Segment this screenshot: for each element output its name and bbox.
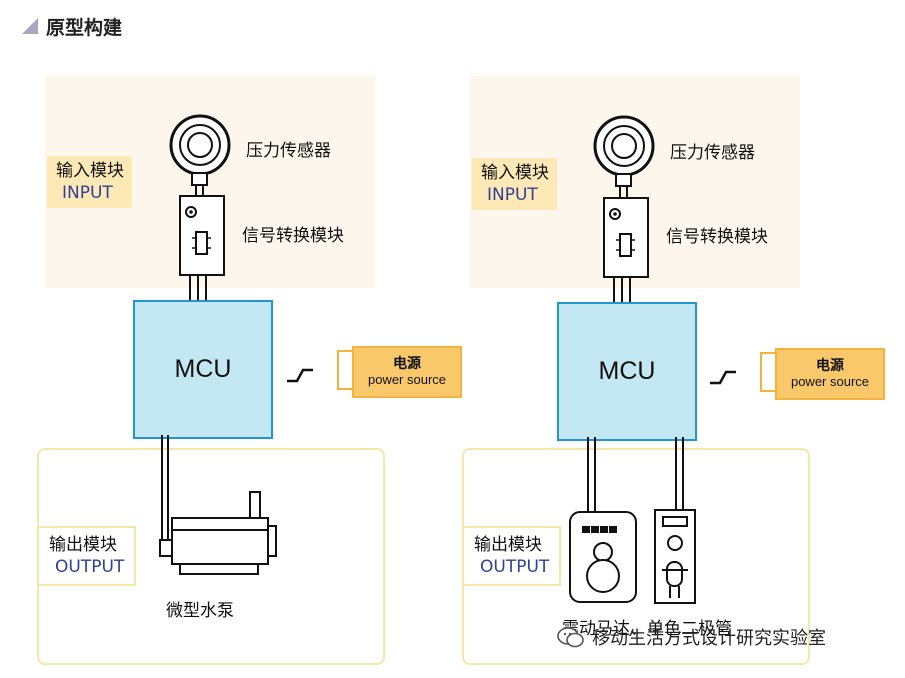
- right-converter-label: 信号转换模块: [666, 227, 768, 247]
- right-led-icon: [654, 509, 696, 604]
- left-converter-label: 信号转换模块: [242, 226, 344, 246]
- input-tag-en: INPUT: [487, 185, 538, 205]
- left-power-source: 电源 power source: [352, 346, 462, 398]
- left-sensor-label: 压力传感器: [246, 141, 331, 161]
- left-output-tag: 输出模块 OUTPUT: [37, 526, 137, 586]
- output-tag-zh: 输出模块: [474, 535, 542, 555]
- right-vibration-motor-icon: [569, 511, 637, 603]
- left-device-label: 微型水泵: [166, 601, 234, 621]
- right-power-source: 电源 power source: [775, 348, 885, 400]
- right-signal-converter-icon: [603, 197, 649, 278]
- right-device-label: 震动马达、单色二极管: [562, 619, 732, 639]
- left-pressure-sensor-icon: [169, 114, 231, 186]
- input-tag-zh: 输入模块: [56, 161, 124, 181]
- left-water-pump-icon: [159, 491, 277, 575]
- page-title: 原型构建: [46, 16, 123, 39]
- power-label-zh: 电源: [816, 358, 844, 374]
- section-heading: 原型构建: [22, 12, 122, 40]
- wechat-icon: [557, 627, 584, 648]
- input-tag-en: INPUT: [62, 183, 113, 203]
- power-label-en: power source: [367, 372, 447, 387]
- output-tag-zh: 输出模块: [49, 535, 117, 555]
- right-output-tag: 输出模块 OUTPUT: [462, 526, 562, 586]
- output-tag-en: OUTPUT: [55, 557, 125, 577]
- right-input-tag: 输入模块 INPUT: [472, 158, 557, 210]
- heading-marker-icon: [22, 18, 38, 34]
- left-power-link-icon: [287, 368, 313, 383]
- right-mcu-block: MCU: [557, 302, 697, 441]
- left-mcu-block: MCU: [133, 300, 273, 439]
- power-label-en: power source: [790, 374, 870, 389]
- watermark-text: 移动生活方式设计研究实验室: [592, 628, 826, 649]
- right-sensor-label: 压力传感器: [670, 143, 755, 163]
- right-power-link-icon: [710, 370, 736, 385]
- input-tag-zh: 输入模块: [481, 163, 549, 183]
- output-tag-en: OUTPUT: [480, 557, 550, 577]
- power-label-zh: 电源: [393, 356, 421, 372]
- right-pressure-sensor-icon: [593, 115, 655, 187]
- footer-watermark: 移动生活方式设计研究实验室: [556, 624, 826, 650]
- left-input-tag: 输入模块 INPUT: [47, 156, 132, 208]
